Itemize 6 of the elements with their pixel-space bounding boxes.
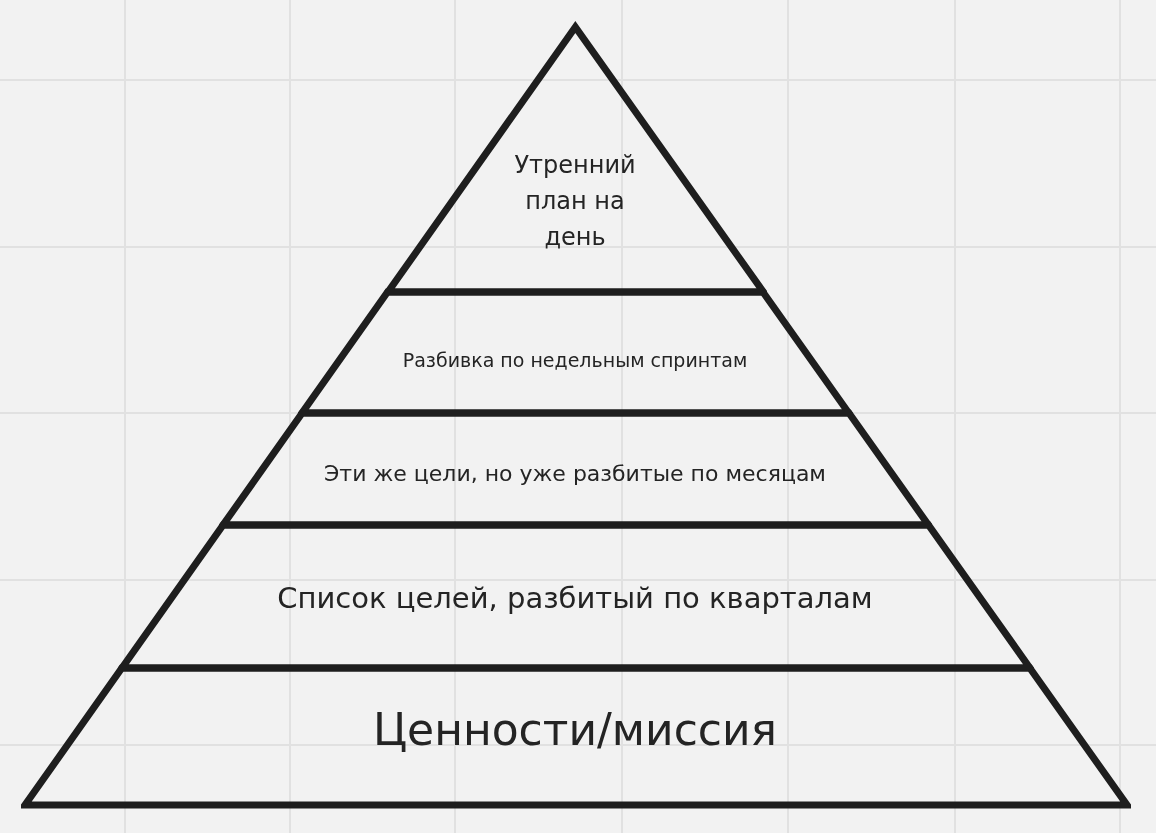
tier-label: Утренний план на день: [513, 150, 637, 253]
tier-label: Список целей, разбитый по кварталам: [277, 580, 873, 618]
pyramid-tier: [21, 664, 1131, 809]
tier-label: Эти же цели, но уже разбитые по месяцам: [324, 459, 826, 488]
tier-label: Ценности/миссия: [372, 703, 778, 757]
tier-label: Разбивка по недельным спринтам: [402, 347, 748, 373]
